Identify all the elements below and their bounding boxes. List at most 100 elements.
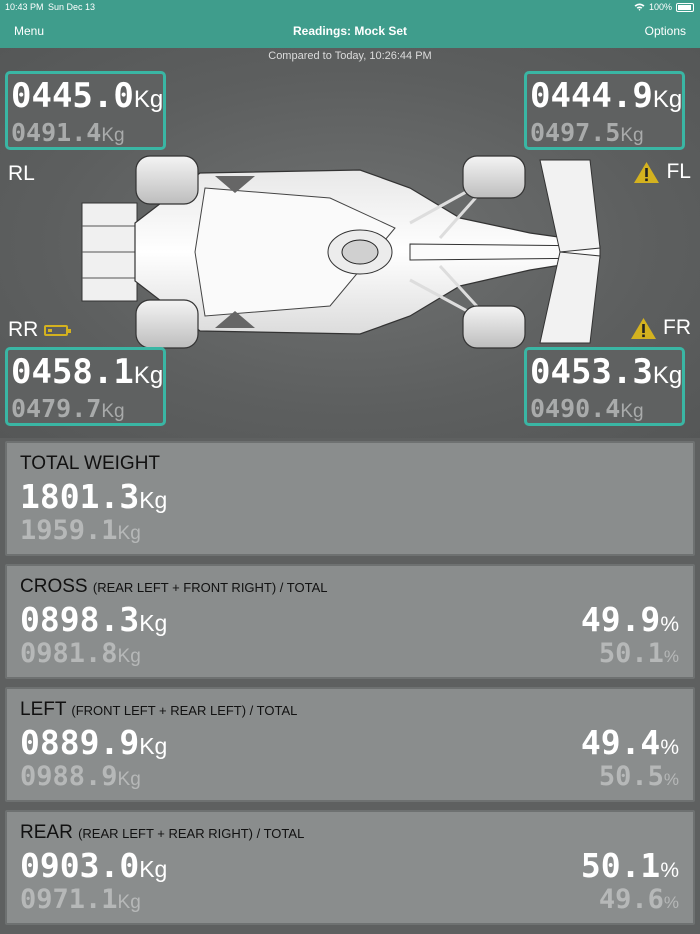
battery-icon [676,2,694,12]
pct-unit: % [660,859,679,882]
unit-label: Kg [117,892,141,913]
wheel-box-fl[interactable]: 0444.9Kg 0497.5Kg [524,71,685,150]
compared-label: Compared to Today, 10:26:44 PM [268,50,432,62]
total-heading-text: TOTAL WEIGHT [20,453,161,474]
total-heading: TOTAL WEIGHT [20,453,160,475]
wheel-fl-current-row: 0444.9Kg [530,78,682,118]
pct-unit: % [663,770,679,789]
wheel-rr-current-row: 0458.1Kg [11,354,163,394]
label-rr: RR [8,318,39,341]
cross-current: 0898.3 [20,600,140,639]
wheel-fr-current: 0453.3 [530,352,653,392]
left-current-row: 0889.9Kg [20,723,167,762]
rear-pct: 50.1 [580,846,661,885]
rear-pct-row: 50.1% [581,846,679,885]
cross-heading-sub: (REAR LEFT + FRONT RIGHT) / TOTAL [92,580,328,595]
corner-label-rr: RR [8,318,72,342]
wifi-icon [634,3,645,11]
wheel-rr-current: 0458.1 [11,352,134,392]
left-current: 0889.9 [20,723,140,762]
rear-previous-row: 0971.1Kg [20,884,141,915]
cross-heading-text: CROSS [20,576,88,597]
status-date: Sun Dec 13 [48,2,96,12]
left-pct-prev: 50.5 [598,761,664,792]
cross-previous: 0981.8 [20,638,118,669]
unit-label: Kg [139,733,168,759]
wheel-box-fr[interactable]: 0453.3Kg 0490.4Kg [524,347,685,426]
wheel-rl-current-row: 0445.0Kg [11,78,163,118]
corner-label-rl: RL [8,162,35,186]
wheel-fr-previous: 0490.4 [530,394,621,423]
wheel-fl-current: 0444.9 [530,76,653,116]
wheel-box-rr[interactable]: 0458.1Kg 0479.7Kg [5,347,166,426]
left-pct-prev-row: 50.5% [599,761,679,792]
pct-unit: % [660,736,679,759]
pct-unit: % [660,613,679,636]
wheel-rr-previous-row: 0479.7Kg [11,394,163,427]
wheel-rl-previous-row: 0491.4Kg [11,118,163,151]
left-pct-row: 49.4% [581,723,679,762]
cross-pct-prev-row: 50.1% [599,638,679,669]
wheel-rr-previous: 0479.7 [11,394,102,423]
page-title: Readings: Mock Set [292,24,408,38]
left-heading-sub: (FRONT LEFT + REAR LEFT) / TOTAL [71,703,298,718]
wheel-fl-previous-row: 0497.5Kg [530,118,682,151]
unit-label: Kg [620,401,644,422]
menu-button[interactable]: Menu [14,24,45,38]
label-fl: FL [666,160,691,183]
car-image [81,155,601,349]
wheel-fl-previous: 0497.5 [530,118,621,147]
unit-label: Kg [139,487,168,513]
total-previous-row: 1959.1Kg [20,515,141,546]
left-panel[interactable]: LEFT (FRONT LEFT + REAR LEFT) / TOTAL 08… [5,687,695,802]
cross-pct: 49.9 [580,600,661,639]
corner-label-fl: FL [633,160,691,184]
label-fr: FR [663,316,691,339]
wheel-fr-previous-row: 0490.4Kg [530,394,682,427]
corner-label-fr: FR [630,316,691,340]
wheel-box-rl[interactable]: 0445.0Kg 0491.4Kg [5,71,166,150]
status-time: 10:43 PM [5,2,44,12]
wheel-fr-current-row: 0453.3Kg [530,354,682,394]
warning-icon [634,161,660,183]
unit-label: Kg [101,125,125,146]
pct-unit: % [663,893,679,912]
wheel-rl-previous: 0491.4 [11,118,102,147]
total-current: 1801.3 [20,477,140,516]
options-button[interactable]: Options [644,24,686,38]
left-previous: 0988.9 [20,761,118,792]
cross-pct-prev: 50.1 [598,638,664,669]
unit-label: Kg [620,125,644,146]
unit-label: Kg [652,362,683,389]
unit-label: Kg [139,610,168,636]
wheel-rl-current: 0445.0 [11,76,134,116]
left-heading-text: LEFT [20,699,67,720]
unit-label: Kg [652,86,683,113]
pct-unit: % [663,647,679,666]
rear-heading: REAR (REAR LEFT + REAR RIGHT) / TOTAL [20,822,304,844]
cross-panel[interactable]: CROSS (REAR LEFT + FRONT RIGHT) / TOTAL … [5,564,695,679]
rear-pct-prev: 49.6 [598,884,664,915]
nav-bar: Menu Readings: Mock Set Options [0,14,700,48]
warning-icon [631,317,656,339]
total-current-row: 1801.3Kg [20,477,167,516]
unit-label: Kg [117,646,141,667]
left-pct: 49.4 [580,723,661,762]
status-battery-text: 100% [648,2,672,12]
cross-current-row: 0898.3Kg [20,600,167,639]
rear-current: 0903.0 [20,846,140,885]
rear-panel[interactable]: REAR (REAR LEFT + REAR RIGHT) / TOTAL 09… [5,810,695,925]
unit-label: Kg [101,401,125,422]
unit-label: Kg [117,769,141,790]
cross-heading: CROSS (REAR LEFT + FRONT RIGHT) / TOTAL [20,576,328,598]
car-area: 0445.0Kg 0491.4Kg RL 0444.9Kg 0497.5Kg F… [0,48,700,438]
rear-pct-prev-row: 49.6% [599,884,679,915]
total-previous: 1959.1 [20,515,118,546]
left-previous-row: 0988.9Kg [20,761,141,792]
rear-heading-text: REAR [20,822,73,843]
unit-label: Kg [117,523,141,544]
rear-current-row: 0903.0Kg [20,846,167,885]
total-weight-panel[interactable]: TOTAL WEIGHT 1801.3Kg 1959.1Kg [5,441,695,556]
left-heading: LEFT (FRONT LEFT + REAR LEFT) / TOTAL [20,699,297,721]
status-bar: 10:43 PM Sun Dec 13 100% [0,0,700,14]
